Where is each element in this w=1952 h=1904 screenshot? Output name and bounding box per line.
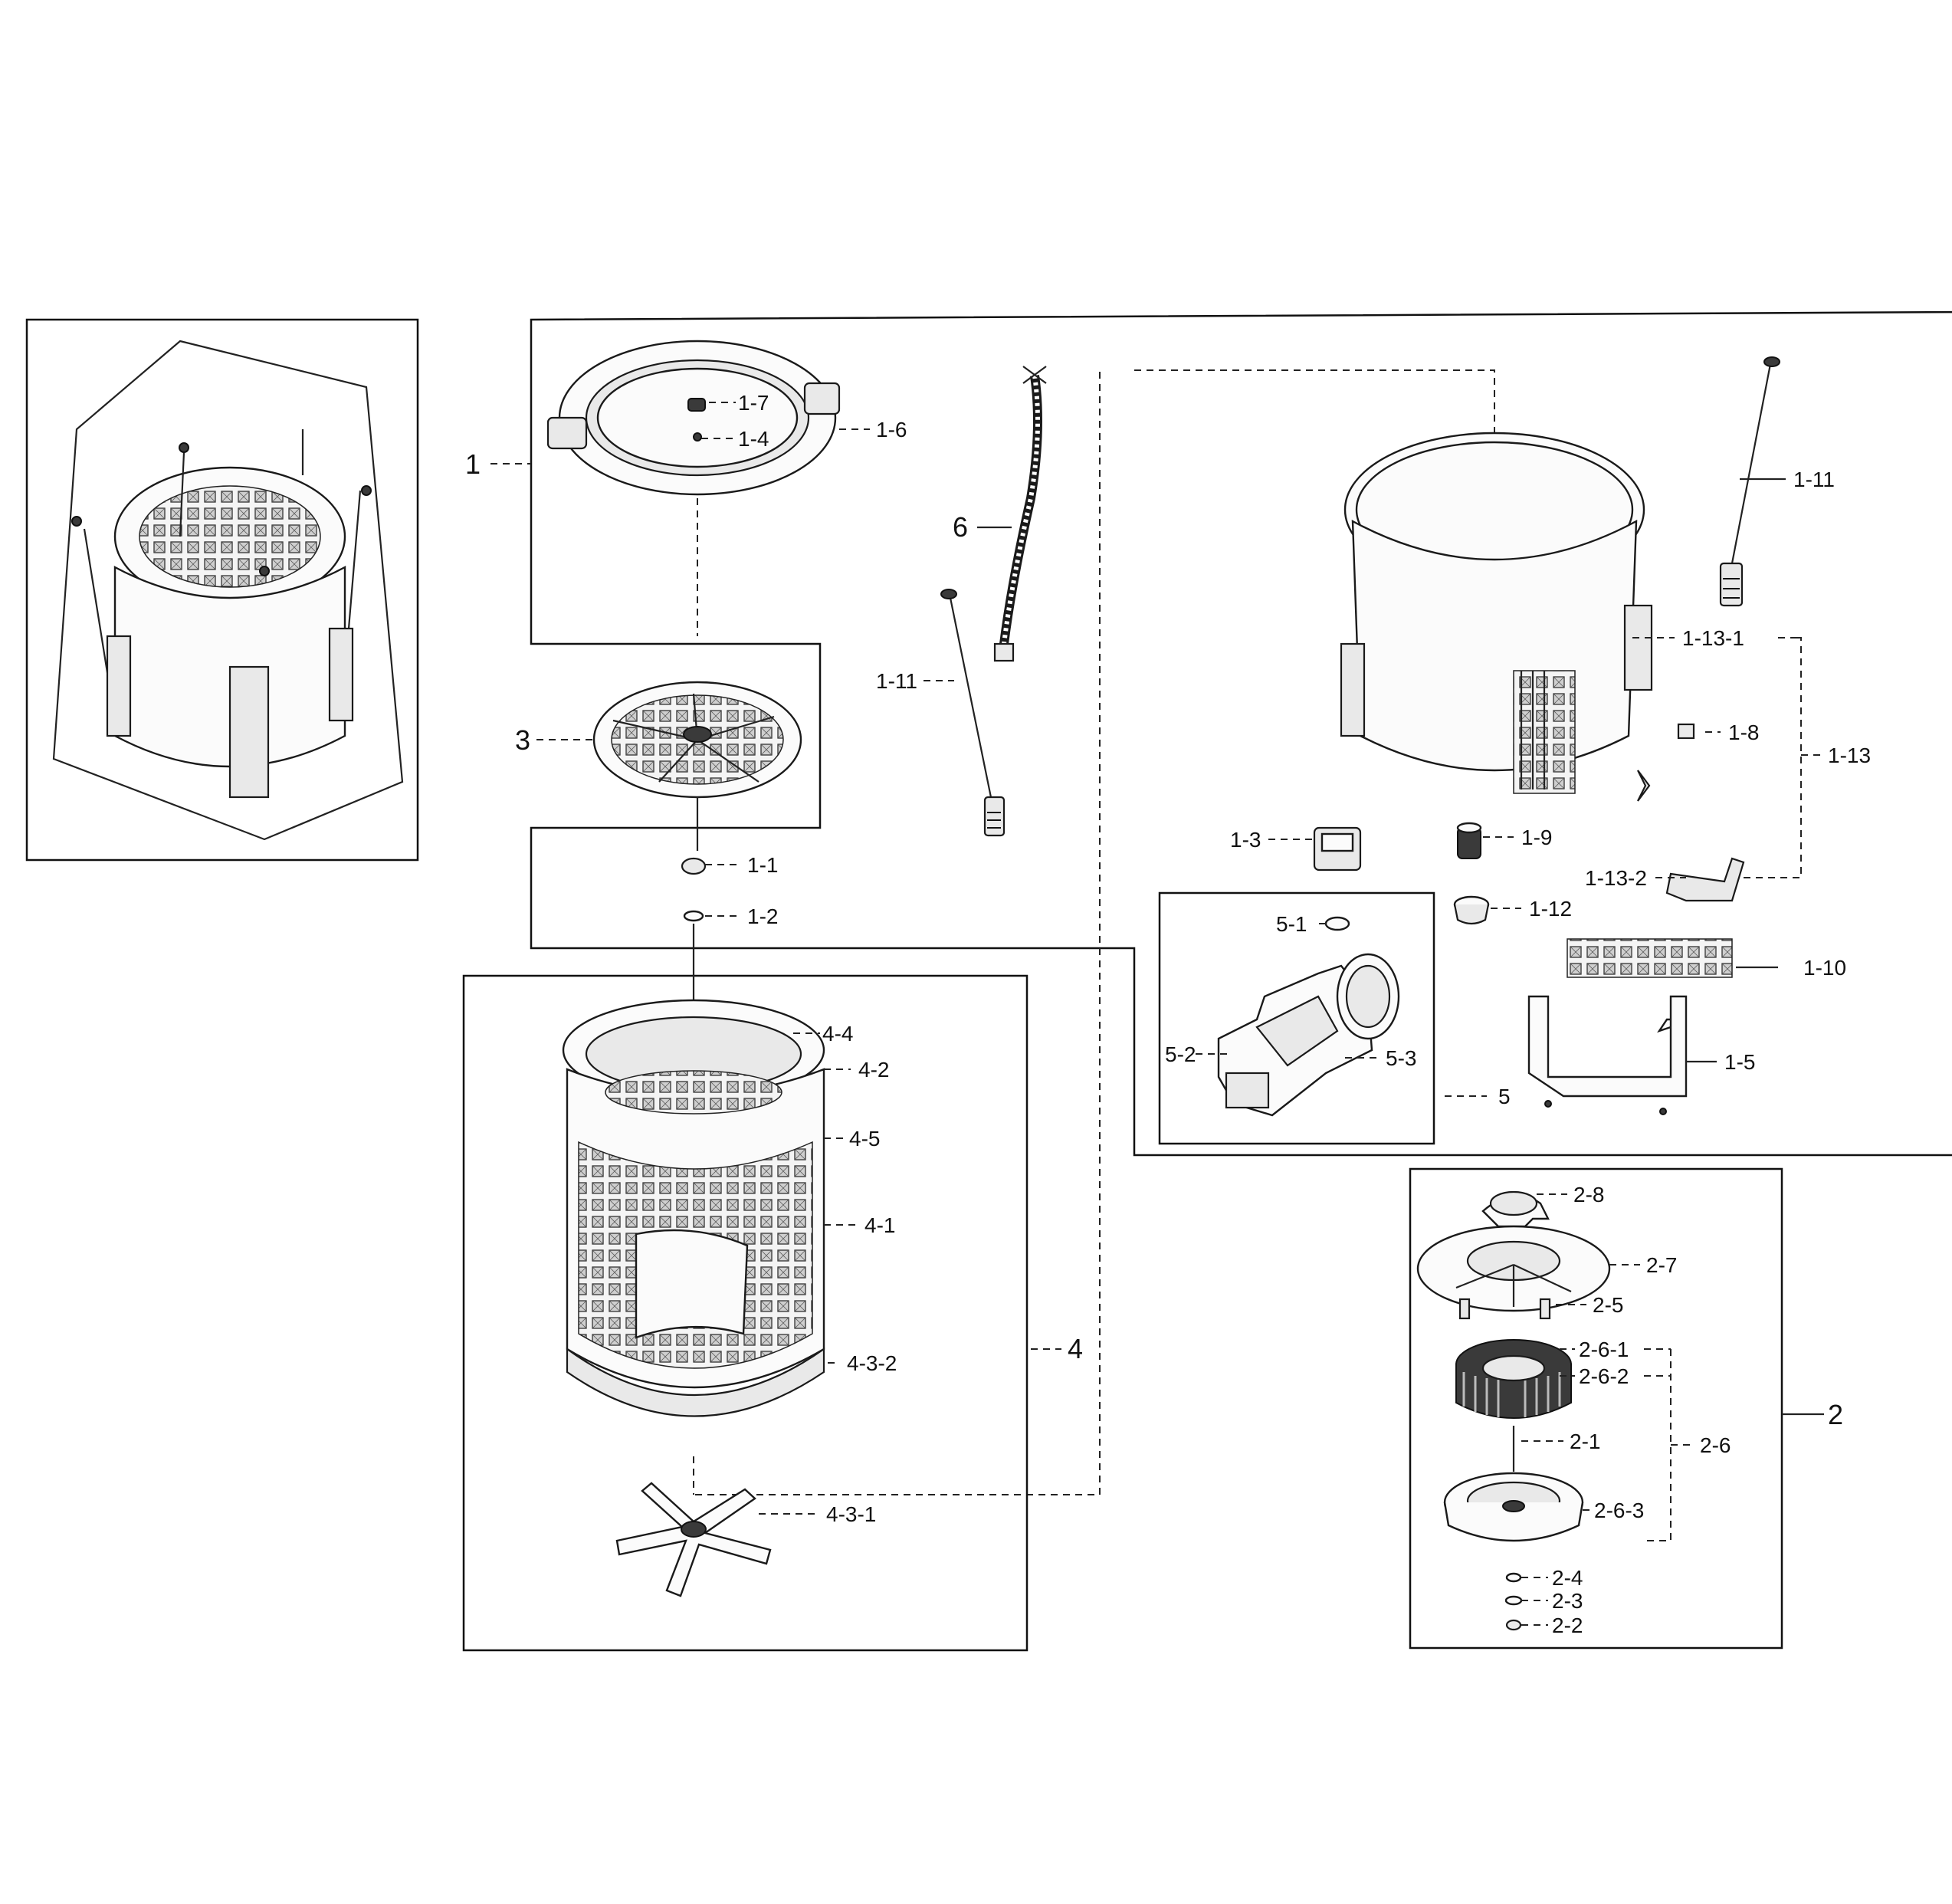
label-4-3-1: 4-3-1 [826, 1502, 876, 1526]
pulsator [592, 681, 802, 851]
suspension-rod-right [1719, 356, 1780, 607]
shaft-flange [615, 1482, 772, 1597]
spin-basket [562, 999, 825, 1495]
label-2-2: 2-2 [1552, 1613, 1583, 1637]
callout-labels: 1 1-7 1-4 1-6 6 1-11 3 1-1 1-2 4-4 4-2 4… [465, 391, 1871, 1637]
label-4-3-2: 4-3-2 [847, 1351, 897, 1375]
label-1-6: 1-6 [876, 418, 907, 442]
label-2-6-2: 2-6-2 [1579, 1364, 1629, 1388]
label-1-11-left: 1-11 [876, 669, 917, 693]
assembly-4-frame [462, 974, 1028, 1652]
drain-pump [1217, 916, 1400, 1117]
label-1-8: 1-8 [1728, 721, 1759, 744]
label-1: 1 [465, 448, 481, 480]
label-4-1: 4-1 [864, 1213, 895, 1237]
label-1-12: 1-12 [1529, 897, 1572, 921]
label-2-5: 2-5 [1593, 1293, 1623, 1317]
label-4: 4 [1068, 1333, 1083, 1364]
label-6: 6 [953, 511, 968, 543]
label-2-7: 2-7 [1646, 1253, 1677, 1277]
label-4-2: 4-2 [858, 1058, 889, 1082]
assembly-5-frame [1158, 891, 1435, 1145]
label-1-7: 1-7 [738, 391, 769, 415]
label-1-9: 1-9 [1521, 826, 1552, 849]
assembly-1-frame [530, 310, 1952, 1495]
label-2-6: 2-6 [1700, 1433, 1731, 1457]
suspension-rod-left [940, 589, 1006, 837]
label-1-13: 1-13 [1828, 744, 1871, 767]
outer-tub [1340, 432, 1653, 794]
label-1-1: 1-1 [747, 853, 778, 877]
label-1-10: 1-10 [1803, 956, 1846, 980]
label-2-4: 2-4 [1552, 1566, 1583, 1590]
label-4-4: 4-4 [822, 1022, 853, 1046]
label-5-2: 5-2 [1165, 1042, 1196, 1066]
label-2-6-1: 2-6-1 [1579, 1338, 1629, 1361]
label-1-13-2: 1-13-2 [1585, 866, 1647, 890]
label-2: 2 [1828, 1399, 1843, 1430]
label-2-1: 2-1 [1570, 1430, 1600, 1453]
label-2-6-3: 2-6-3 [1594, 1499, 1644, 1522]
label-1-3: 1-3 [1230, 828, 1261, 852]
leader-lines [490, 402, 1824, 1626]
label-5: 5 [1498, 1085, 1511, 1108]
label-1-13-1: 1-13-1 [1682, 626, 1744, 650]
overview-inset [25, 318, 419, 862]
motor-assembly [1416, 1190, 1611, 1631]
assembly-2-frame [1409, 1167, 1783, 1650]
label-1-5: 1-5 [1724, 1050, 1755, 1074]
label-4-5: 4-5 [849, 1127, 880, 1151]
tub-cover [546, 340, 841, 636]
label-2-8: 2-8 [1573, 1183, 1604, 1206]
drain-hose [993, 366, 1047, 662]
label-1-4: 1-4 [738, 427, 769, 451]
label-1-2: 1-2 [747, 904, 778, 928]
label-3: 3 [515, 724, 530, 756]
label-5-3: 5-3 [1386, 1046, 1416, 1070]
label-2-3: 2-3 [1552, 1589, 1583, 1613]
label-5-1: 5-1 [1276, 912, 1307, 936]
tub-small-parts [1313, 723, 1745, 1115]
label-1-11-right: 1-11 [1793, 468, 1835, 491]
